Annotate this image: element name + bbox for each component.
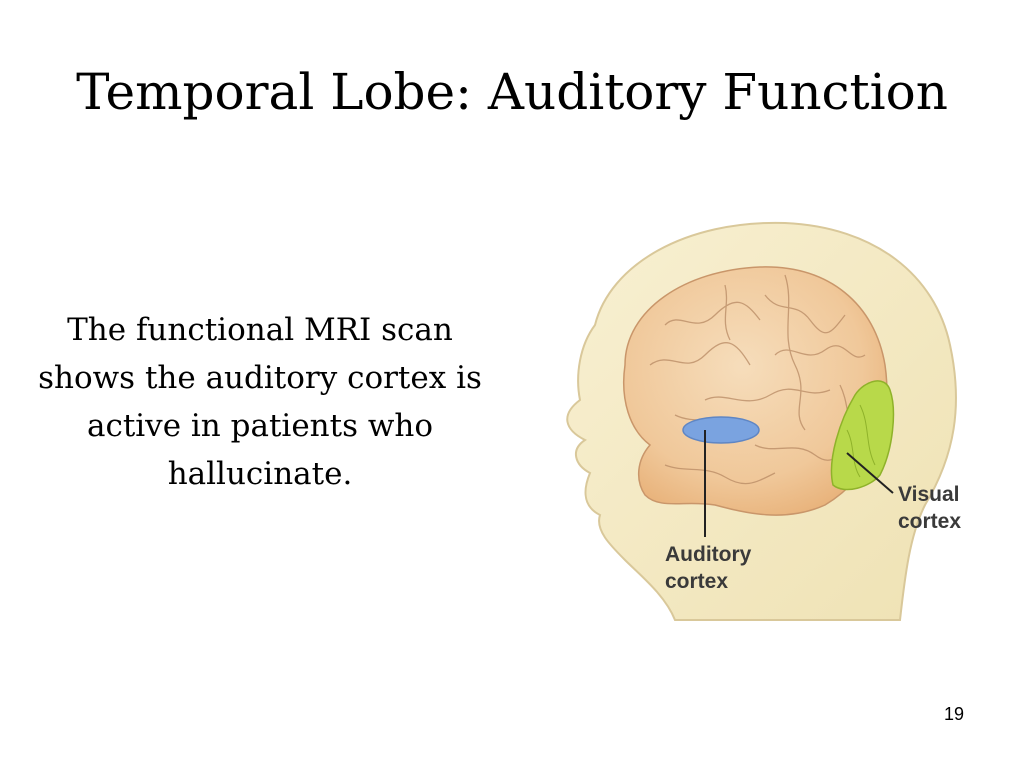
visual-cortex-highlight [830,380,895,491]
visual-cortex-label-line2: cortex [898,510,961,533]
visual-cortex-label-line1: Visual [898,483,959,506]
auditory-cortex-label-line2: cortex [665,570,728,593]
page-number: 19 [943,704,964,724]
slide-title: Temporal Lobe: Auditory Function [76,63,948,121]
brain-illustration: Auditory cortex Visual cortex [555,215,975,625]
visual-leader-line [846,452,894,494]
slide-body-text: The functional MRI scan shows the audito… [38,312,482,492]
brain [623,266,888,516]
auditory-cortex-highlight [682,416,760,444]
auditory-cortex-label-line1: Auditory [665,543,752,566]
